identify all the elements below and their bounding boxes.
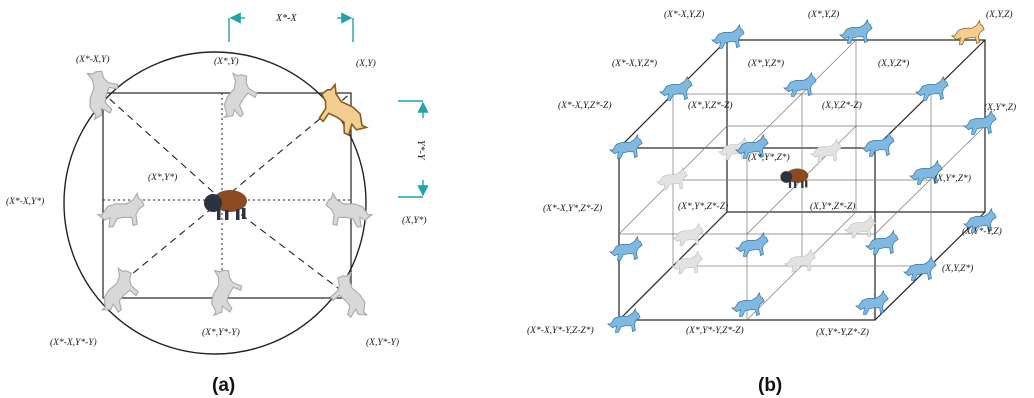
caption-a: (a) [212, 375, 235, 396]
dotted-connectors [103, 93, 351, 298]
wolf-icon [87, 263, 146, 320]
label-b10: (X,Y*,Z) [984, 102, 1016, 113]
wolf-icon [810, 138, 842, 163]
wolf-icon [671, 250, 703, 275]
label-bl: (X*-X,Y*-Y) [50, 337, 97, 348]
label-b5: (X*,Y,Z*) [748, 58, 784, 69]
wolf-icon [711, 24, 745, 49]
panel-a-labels: (X*-X,Y) (X*,Y) (X,Y) (X*,Y*) (X*-X,Y*) … [6, 54, 427, 348]
label-tc: (X*,Y) [214, 56, 239, 67]
panel-b: (X*-X,Y,Z) (X*,Y,Z) (X,Y,Z) (X*-X,Y,Z*) … [527, 9, 1016, 396]
label-b8: (X*,Y,Z*-Z) [688, 100, 733, 111]
panel-b-labels: (X*-X,Y,Z) (X*,Y,Z) (X,Y,Z) (X*-X,Y,Z*) … [527, 9, 1016, 338]
wolf-icon [735, 232, 769, 257]
wolf-icon [855, 290, 889, 315]
label-b11: (X*,Y*,Z*) [748, 152, 790, 163]
label-b13: (X*-X,Y*,Z*-Z) [543, 203, 602, 214]
bison-icon [780, 168, 809, 189]
label-bc: (X*,Y*-Y) [202, 327, 240, 338]
wolf-icon [72, 66, 124, 125]
bison-icon [204, 190, 247, 220]
alpha-wolf-icon [310, 80, 378, 142]
caption-b: (b) [758, 375, 782, 396]
wolf-icon [207, 67, 264, 126]
label-ml: (X*-X,Y*) [6, 196, 44, 207]
wolf-icon [656, 166, 688, 191]
label-b1: (X*-X,Y,Z) [664, 9, 704, 20]
label-b4: (X*-X,Y,Z*) [612, 58, 657, 69]
label-b15: (X,Y*,Z*-Z) [810, 201, 855, 212]
wolf-icon [97, 192, 145, 228]
label-center: (X*,Y*) [148, 172, 177, 183]
label-b6: (X,Y,Z*) [878, 58, 909, 69]
label-b18: (X*-X,Y*-Y,Z-Z*) [527, 325, 594, 336]
distance-arrow-y [398, 100, 429, 198]
label-b12: (X,Y*,Z*) [934, 173, 971, 184]
encircling-circle [63, 51, 367, 355]
wolf-icon [915, 76, 949, 101]
wolf-icon [323, 268, 382, 325]
wolf-icon [194, 263, 249, 322]
label-tr: (X,Y) [356, 58, 376, 69]
wolf-icon [609, 236, 643, 261]
label-b19: (X*,Y*-Y,Z*-Z) [686, 325, 744, 336]
wolf-icon [903, 256, 937, 281]
distance-arrow-x [228, 12, 354, 42]
wolf-icon [731, 292, 765, 317]
label-b9: (X,Y,Z*-Z) [822, 100, 862, 111]
label-b7: (X*-X,Y,Z*-Z) [558, 100, 612, 111]
wolf-icon [861, 132, 895, 157]
label-b14: (X*,Y*,Z*-Z) [678, 201, 728, 212]
wolf-icon [672, 222, 704, 247]
panel-a: X*-X Y*-Y [6, 12, 429, 396]
wolf-icon [607, 308, 641, 333]
label-b16: (X,Y*-Y,Z) [962, 226, 1002, 237]
arrow-x-label: X*-X [275, 13, 297, 24]
label-b17: (X,Y,Z*) [942, 263, 973, 274]
label-br: (X,Y*-Y) [366, 337, 399, 348]
wolf-icon [609, 134, 643, 159]
alpha-wolf-icon [951, 20, 985, 45]
wolf-icon [783, 72, 817, 97]
arrow-y-label: Y*-Y [415, 140, 426, 161]
label-mr: (X,Y*) [402, 215, 427, 226]
label-tl: (X*-X,Y) [76, 54, 110, 65]
wolf-icon [784, 248, 816, 273]
label-b2: (X*,Y,Z) [808, 9, 839, 20]
label-b3: (X,Y,Z) [986, 9, 1013, 20]
wolf-icon [659, 76, 693, 101]
label-b20: (X,Y*-Y,Z*-Z) [816, 327, 869, 338]
